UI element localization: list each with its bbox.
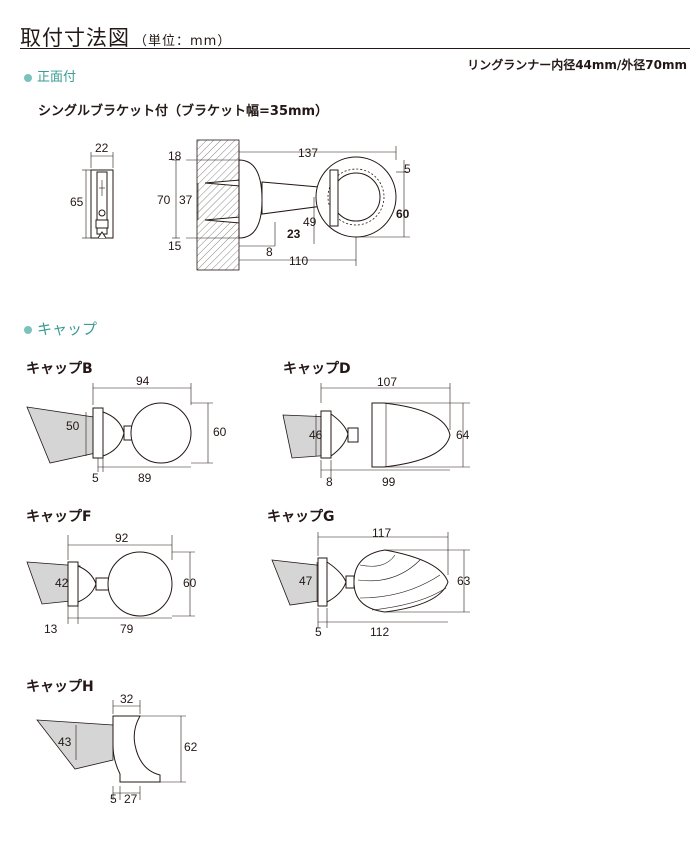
cap-h-knob (112, 715, 161, 783)
section-cap-label: キャップ (37, 320, 98, 338)
cap-h-title: キャップH (26, 679, 94, 695)
side-dim-65: 65 (70, 195, 84, 209)
ring-runner-spec: リングランナー内径44mm/外径70mm (467, 58, 687, 72)
bullet-dot-icon (24, 325, 32, 334)
dim-70: 70 (157, 193, 171, 207)
cap-f-dim-60: 60 (183, 576, 197, 590)
cap-b-dim-50: 50 (66, 419, 80, 433)
cap-b-dim-60: 60 (213, 425, 227, 439)
ring-inner (331, 172, 381, 222)
dim-15: 15 (168, 239, 182, 253)
cap-b-ball (130, 402, 192, 464)
cap-d-dim-107: 107 (377, 375, 397, 389)
cap-f-title: キャップF (26, 509, 92, 525)
side-dim-22: 22 (95, 141, 109, 155)
dim-110: 110 (289, 254, 308, 268)
cap-f-dim-92: 92 (115, 531, 129, 545)
cap-d-finial (371, 402, 451, 468)
bracket-main-view: 137 18 70 37 15 5 60 49 23 8 110 (157, 139, 411, 271)
cap-f-dim-13: 13 (44, 622, 58, 636)
cap-h-drawing: 32 43 62 5 27 (36, 692, 198, 806)
title-unit: （単位：mm） (134, 34, 232, 49)
cap-g-drawing: 117 47 63 5 112 (271, 526, 471, 639)
page-title: 取付寸法図 （単位：mm） (20, 22, 231, 52)
cap-b-dim-5: 5 (92, 471, 99, 485)
title-divider (20, 48, 690, 49)
section-front-label: 正面付 (37, 70, 77, 85)
section-cap-heading: キャップ (24, 318, 97, 339)
dim-23: 23 (287, 227, 301, 241)
cap-g-dim-117: 117 (372, 526, 391, 540)
cap-b-drawing: 94 50 60 5 89 (26, 374, 227, 485)
dim-5: 5 (404, 162, 411, 176)
bracket-subtitle: シングルブラケット付（ブラケット幅=35mm） (38, 104, 329, 119)
cap-d-drawing: 107 46 64 8 99 (282, 375, 470, 489)
cap-f-ball (107, 551, 173, 617)
title-text: 取付寸法図 (20, 26, 130, 50)
cap-h-dim-32: 32 (120, 692, 134, 706)
ring-holder (329, 169, 339, 227)
bracket-side-view: 22 65 (70, 141, 114, 239)
cap-f-drawing: 92 42 60 13 79 (26, 531, 197, 636)
cap-h-dim-43: 43 (58, 735, 72, 749)
cap-b-dim-94: 94 (136, 374, 150, 388)
bracket-base (238, 159, 263, 239)
cap-b-title: キャップB (26, 361, 93, 377)
cap-g-title: キャップG (267, 509, 335, 525)
cap-g-dim-112: 112 (370, 625, 389, 639)
section-front-heading: 正面付 (24, 66, 76, 85)
dim-18: 18 (168, 149, 182, 163)
cap-d-title: キャップD (283, 361, 351, 377)
cap-d-dim-8: 8 (326, 475, 333, 489)
dim-137: 137 (298, 146, 318, 160)
dim-37: 37 (179, 193, 193, 207)
dim-60: 60 (396, 207, 410, 221)
cap-d-dim-64: 64 (456, 428, 470, 442)
dim-49: 49 (303, 215, 317, 229)
cap-f-dim-42: 42 (55, 576, 69, 590)
rod-section (26, 406, 101, 464)
rod-section (36, 719, 114, 770)
cap-d-dim-46: 46 (309, 428, 323, 442)
cap-h-dim-27: 27 (124, 792, 138, 806)
cap-g-dim-5: 5 (315, 625, 322, 639)
cap-b-dim-89: 89 (138, 471, 152, 485)
cap-g-dim-47: 47 (299, 574, 313, 588)
cap-f-dim-79: 79 (120, 622, 134, 636)
cap-g-dim-63: 63 (457, 574, 471, 588)
cap-h-dim-5: 5 (110, 792, 117, 806)
wall-section (196, 139, 240, 271)
cap-g-finial (353, 549, 449, 613)
dim-8: 8 (266, 245, 273, 259)
cap-h-dim-62: 62 (184, 740, 198, 754)
bullet-dot-icon (24, 73, 32, 82)
cap-d-dim-99: 99 (382, 475, 396, 489)
